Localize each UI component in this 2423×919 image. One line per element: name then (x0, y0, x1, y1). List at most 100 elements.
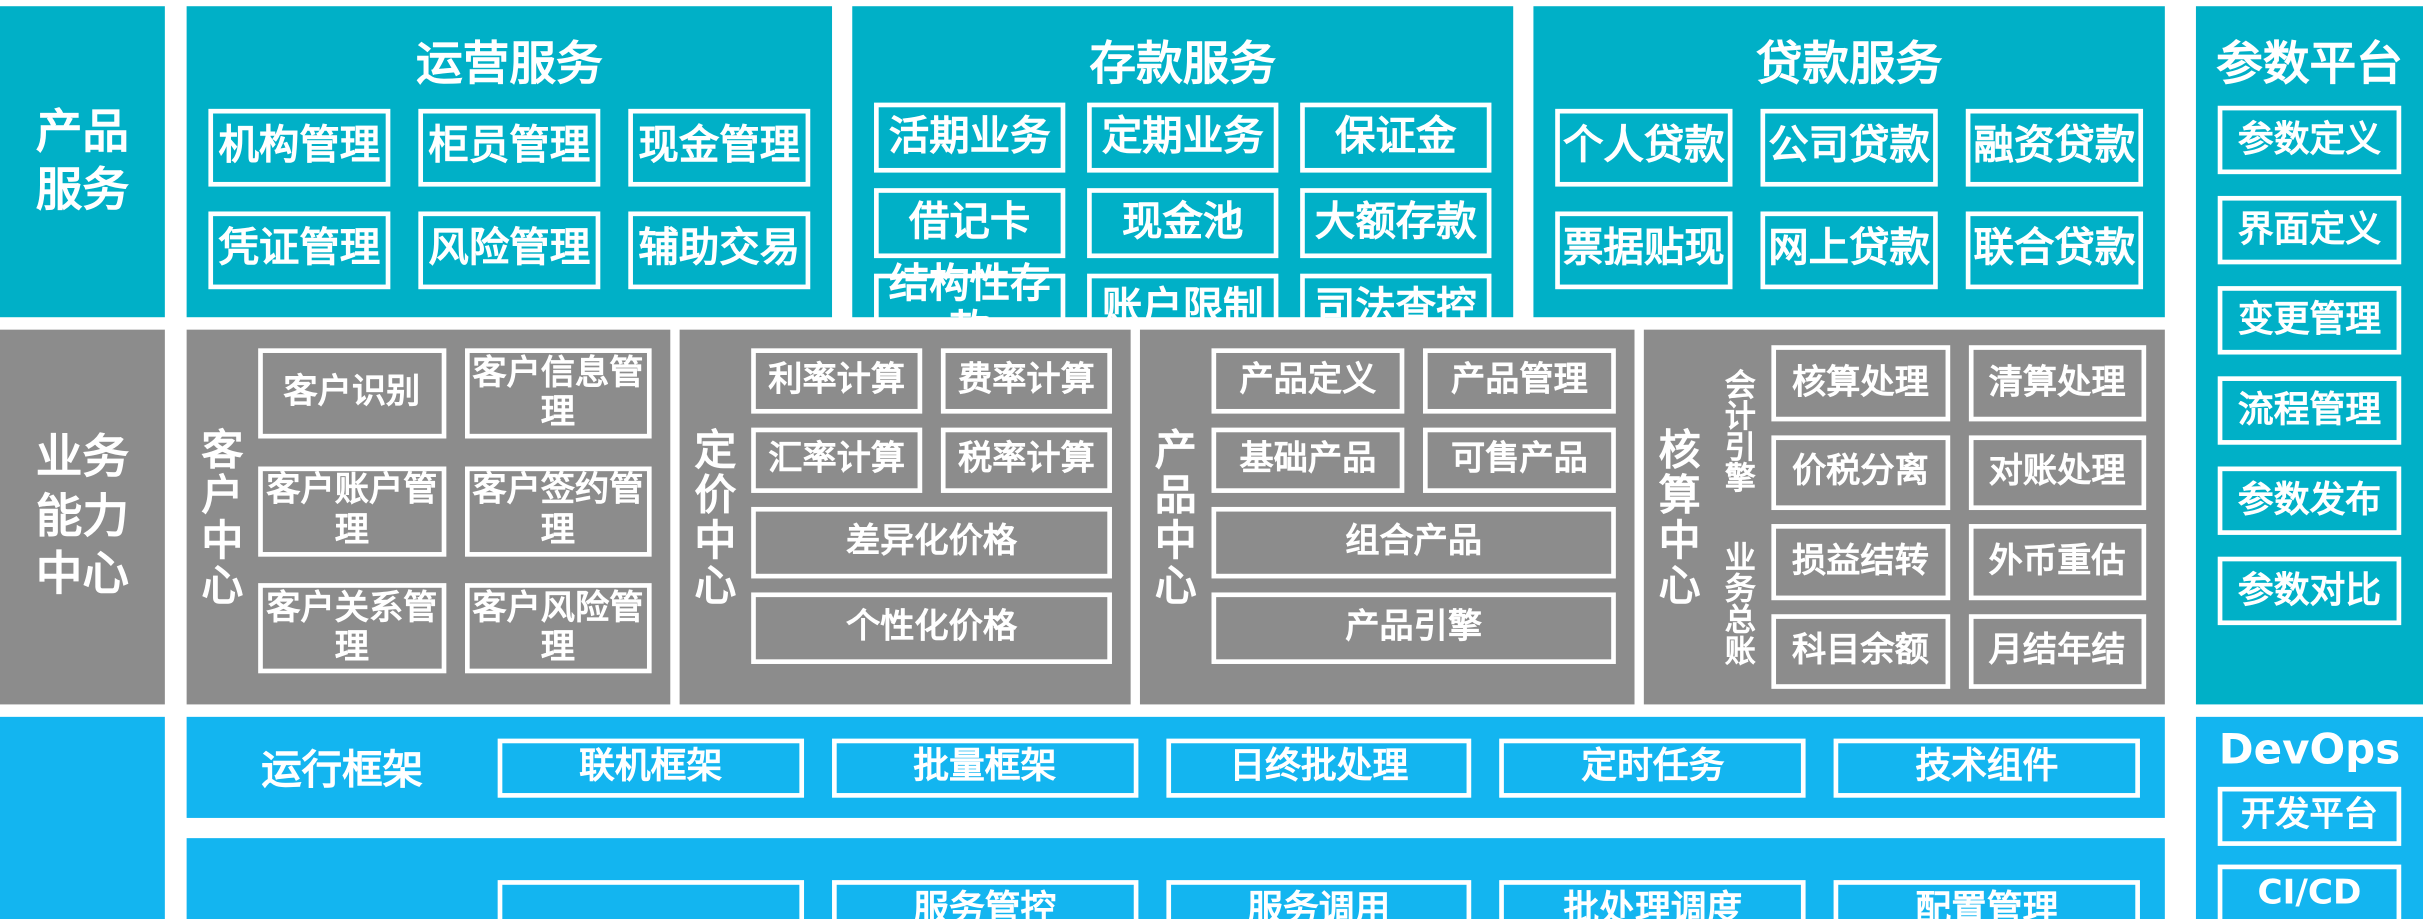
center-accounting-items: 核算处理 清算处理 价税分离 对账处理 损益结转 外币重估 科目余额 月结年结 (1771, 345, 2147, 689)
group-loan-service-title: 贷款服务 (1755, 37, 1943, 92)
service-item[interactable]: 公司贷款 (1760, 108, 1938, 187)
service-item[interactable]: 票据贴现 (1555, 211, 1733, 290)
group-loan-service: 贷款服务 个人贷款 公司贷款 融资贷款 票据贴现 网上贷款 联合贷款 (1533, 6, 2165, 318)
param-platform-item[interactable]: 变更管理 (2217, 286, 2402, 355)
capability-item[interactable]: 产品定义 (1211, 348, 1405, 414)
tech-item[interactable]: 批处理调度 (1499, 880, 1806, 919)
technical-platform-row-label: 技术 平台 (0, 716, 165, 919)
service-item[interactable]: 柜员管理 (418, 108, 601, 187)
center-product: 产品中心 产品定义 产品管理 基础产品 可售产品 组合产品 产品引擎 (1139, 329, 1635, 705)
service-item[interactable]: 现金管理 (628, 108, 811, 187)
capability-item[interactable]: 价税分离 (1771, 434, 1950, 511)
service-item[interactable]: 机构管理 (208, 108, 391, 187)
center-pricing-items: 利率计算 费率计算 汇率计算 税率计算 差异化价格 个性化价格 (742, 330, 1131, 705)
capability-item[interactable]: 产品管理 (1423, 348, 1616, 414)
capability-item-wide[interactable]: 个性化价格 (751, 592, 1112, 664)
tech-item[interactable]: 联机框架 (497, 737, 804, 797)
base-column: 服务调用 多数据源访问 (1165, 880, 1472, 919)
capability-item[interactable]: 客户账户管理 (258, 465, 446, 557)
service-item[interactable]: 融资贷款 (1965, 108, 2144, 187)
capability-item[interactable]: 对账处理 (1968, 434, 2147, 511)
band-runtime-framework: 运行框架 联机框架 批量框架 日终批处理 定时任务 技术组件 (186, 716, 2165, 818)
param-platform-panel: 参数平台 参数定义 界面定义 变更管理 流程管理 参数发布 参数对比 (2195, 6, 2423, 705)
base-column: 批处理调度 平台监控 (1499, 880, 1806, 919)
service-item[interactable]: 现金池 (1087, 188, 1279, 259)
capability-item[interactable]: 基础产品 (1211, 427, 1405, 493)
capability-item[interactable]: 客户识别 (258, 348, 446, 439)
param-platform-item[interactable]: 参数发布 (2217, 466, 2402, 535)
tech-item[interactable]: 服务调用 (1165, 880, 1472, 919)
band-distributed-base: 分布式技术底座 注册中心 服务管控 分布式缓存 服务调用 多数据源访问 批处理调… (186, 838, 2165, 919)
devops-item[interactable]: CI/CD (2217, 864, 2402, 919)
param-platform-item[interactable]: 界面定义 (2217, 195, 2402, 265)
service-item[interactable]: 大额存款 (1300, 188, 1492, 259)
capability-item[interactable]: 清算处理 (1968, 345, 2147, 421)
capability-item[interactable]: 费率计算 (940, 348, 1112, 414)
capability-item[interactable]: 客户信息管理 (464, 348, 652, 439)
capability-item[interactable]: 科目余额 (1771, 613, 1950, 689)
center-product-label: 产品中心 (1146, 426, 1196, 608)
band-distributed-base-items: 注册中心 服务管控 分布式缓存 服务调用 多数据源访问 批处理调度 平台监控 配… (497, 880, 2165, 919)
service-item[interactable]: 联合贷款 (1965, 211, 2144, 290)
tech-item[interactable]: 日终批处理 (1165, 737, 1472, 797)
capability-item[interactable]: 月结年结 (1968, 613, 2147, 689)
capability-item[interactable]: 可售产品 (1423, 427, 1616, 493)
pricing-row: 利率计算 费率计算 (751, 348, 1112, 414)
service-item[interactable]: 个人贷款 (1555, 108, 1733, 187)
registry-center[interactable]: 注册中心 (497, 880, 804, 919)
capability-item[interactable]: 税率计算 (940, 427, 1112, 493)
registry-center-wrapper: 注册中心 (497, 880, 804, 919)
service-item[interactable]: 保证金 (1300, 102, 1492, 173)
center-accounting-label: 核算中心 (1650, 426, 1700, 608)
capability-item-wide[interactable]: 差异化价格 (751, 506, 1112, 579)
group-loan-service-items: 个人贷款 公司贷款 融资贷款 票据贴现 网上贷款 联合贷款 (1533, 93, 2164, 308)
service-item[interactable]: 网上贷款 (1760, 211, 1938, 290)
tech-item[interactable]: 定时任务 (1499, 737, 1806, 797)
service-item[interactable]: 风险管理 (418, 211, 601, 290)
capability-item[interactable]: 汇率计算 (751, 427, 923, 493)
tech-item[interactable]: 配置管理 (1833, 880, 2140, 919)
service-item[interactable]: 定期业务 (1087, 102, 1279, 173)
capability-item[interactable]: 利率计算 (751, 348, 923, 414)
param-platform-title: 参数平台 (2216, 37, 2403, 92)
param-platform-item[interactable]: 参数对比 (2217, 556, 2402, 626)
center-accounting: 核算中心 会计引擎 业务总账 核算处理 清算处理 价税分离 对账处理 损益结转 … (1643, 329, 2165, 705)
capability-item-wide[interactable]: 组合产品 (1211, 506, 1616, 579)
tech-item[interactable]: 技术组件 (1833, 737, 2140, 797)
param-platform-item[interactable]: 流程管理 (2217, 376, 2402, 445)
service-item[interactable]: 借记卡 (874, 188, 1066, 259)
capability-item[interactable]: 外币重估 (1968, 524, 2147, 600)
product-row: 产品定义 产品管理 (1211, 348, 1616, 414)
base-column: 配置管理 平台运维 (1833, 880, 2140, 919)
tech-item[interactable]: 批量框架 (831, 737, 1138, 797)
service-item[interactable]: 账户限制 (1087, 273, 1279, 344)
center-customer: 客户中心 客户识别 客户信息管理 客户账户管理 客户签约管理 客户关系管理 客户… (186, 329, 671, 705)
group-deposit-service-title: 存款服务 (1089, 37, 1277, 92)
capability-item[interactable]: 客户签约管理 (464, 465, 652, 557)
group-deposit-service-items: 活期业务 定期业务 保证金 借记卡 现金池 大额存款 结构性存款 账户限制 司法… (852, 93, 1513, 359)
product-service-row-label: 产品 服务 (0, 6, 165, 318)
center-customer-label: 客户中心 (193, 426, 242, 608)
service-item[interactable]: 凭证管理 (208, 211, 391, 290)
tech-item[interactable]: 服务管控 (831, 880, 1138, 919)
technical-platform-row: 技术 平台 运行框架 联机框架 批量框架 日终批处理 定时任务 技术组件 分布式… (0, 716, 2423, 919)
group-deposit-service: 存款服务 活期业务 定期业务 保证金 借记卡 现金池 大额存款 结构性存款 账户… (852, 6, 1514, 354)
capability-item[interactable]: 损益结转 (1771, 524, 1950, 600)
capability-item[interactable]: 客户风险管理 (464, 583, 652, 674)
param-platform-items: 参数定义 界面定义 变更管理 流程管理 参数发布 参数对比 (2196, 93, 2423, 640)
center-pricing: 定价中心 利率计算 费率计算 汇率计算 税率计算 差异化价格 个性化价格 (679, 329, 1131, 705)
param-platform-item[interactable]: 参数定义 (2217, 105, 2402, 175)
center-accounting-sublabels: 会计引擎 业务总账 (1712, 345, 1765, 689)
devops-item[interactable]: 开发平台 (2217, 786, 2402, 846)
capability-item[interactable]: 核算处理 (1771, 345, 1950, 421)
center-customer-items: 客户识别 客户信息管理 客户账户管理 客户签约管理 客户关系管理 客户风险管理 (249, 330, 670, 705)
capability-item-wide[interactable]: 产品引擎 (1211, 592, 1616, 664)
capability-item[interactable]: 客户关系管理 (258, 583, 446, 674)
accounting-sublabel-ledger: 业务总账 (1719, 540, 1757, 666)
devops-items: 开发平台 CI/CD 运维平台 (2196, 786, 2423, 919)
devops-panel: DevOps 开发平台 CI/CD 运维平台 (2195, 716, 2423, 919)
group-operations-service-items: 机构管理 柜员管理 现金管理 凭证管理 风险管理 辅助交易 (187, 93, 832, 308)
service-item[interactable]: 辅助交易 (628, 211, 811, 290)
service-item[interactable]: 活期业务 (874, 102, 1066, 173)
group-operations-service-title: 运营服务 (416, 37, 603, 92)
